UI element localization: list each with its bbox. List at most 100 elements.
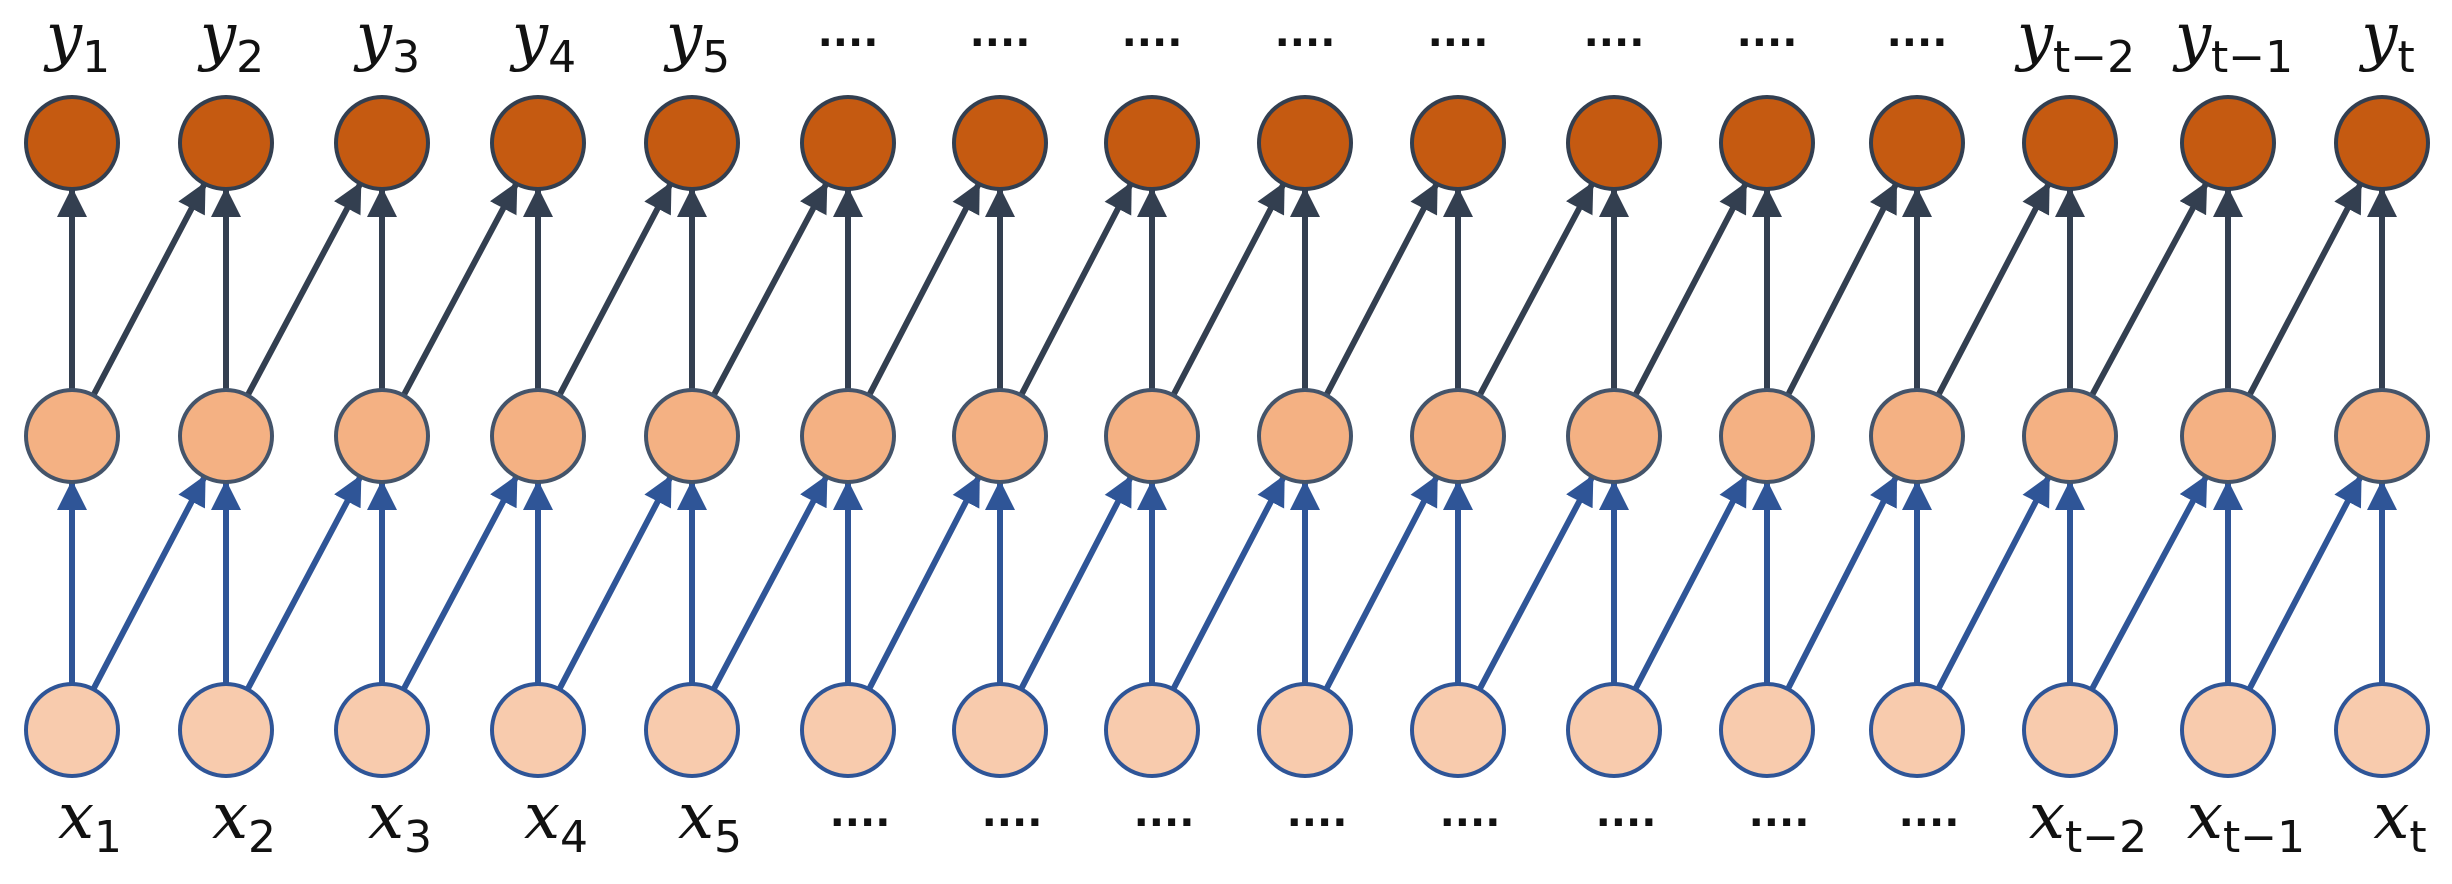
hidden-output-diagonal-arrow bbox=[1934, 182, 2051, 399]
output-node bbox=[1719, 95, 1815, 191]
input-hidden-diagonal-arrow bbox=[1017, 475, 1134, 693]
input-hidden-diagonal-arrow bbox=[1169, 475, 1286, 693]
input-label: x1 bbox=[58, 780, 122, 863]
ellipsis-label: .... bbox=[1275, 10, 1336, 56]
hidden-output-diagonal-arrow bbox=[1784, 182, 1899, 399]
ellipsis-label: .... bbox=[818, 10, 879, 56]
ellipsis-label: .... bbox=[1737, 10, 1798, 56]
input-hidden-diagonal-arrow bbox=[555, 474, 673, 693]
hidden-output-diagonal-arrow bbox=[2088, 181, 2209, 399]
input-node bbox=[2022, 682, 2118, 778]
hidden-output-diagonal-arrow bbox=[400, 181, 519, 399]
hidden-node bbox=[1410, 388, 1506, 484]
input-hidden-diagonal-arrow bbox=[1934, 475, 2051, 693]
output-node bbox=[1257, 95, 1353, 191]
hidden-node bbox=[2334, 388, 2430, 484]
input-hidden-diagonal-arrow bbox=[1784, 475, 1899, 693]
input-hidden-diagonal-arrow bbox=[865, 475, 982, 693]
output-label: y2 bbox=[197, 0, 264, 83]
ellipsis-label: .... bbox=[1134, 790, 1195, 836]
ellipsis-label: .... bbox=[1122, 10, 1183, 56]
ellipsis-label: .... bbox=[830, 790, 891, 836]
output-node bbox=[1410, 95, 1506, 191]
hidden-node bbox=[1104, 388, 1200, 484]
input-hidden-diagonal-arrow bbox=[399, 474, 519, 693]
input-label: x4 bbox=[524, 780, 588, 863]
hidden-output-diagonal-arrow bbox=[555, 181, 673, 399]
input-node bbox=[490, 682, 586, 778]
input-hidden-diagonal-arrow bbox=[89, 474, 207, 693]
input-label: x3 bbox=[368, 780, 432, 863]
output-node bbox=[178, 95, 274, 191]
input-node bbox=[1410, 682, 1506, 778]
hidden-node bbox=[1566, 388, 1662, 484]
ellipsis-label: .... bbox=[982, 790, 1043, 836]
ellipsis-label: .... bbox=[1584, 10, 1645, 56]
hidden-output-diagonal-arrow bbox=[1169, 182, 1286, 399]
output-label: yt bbox=[2358, 0, 2414, 83]
input-node bbox=[1104, 682, 1200, 778]
hidden-node bbox=[24, 388, 120, 484]
output-node bbox=[800, 95, 896, 191]
output-label: y3 bbox=[353, 0, 420, 83]
ellipsis-label: .... bbox=[1596, 790, 1657, 836]
output-label: y4 bbox=[509, 0, 576, 83]
hidden-node bbox=[800, 388, 896, 484]
input-hidden-diagonal-arrow bbox=[2245, 474, 2363, 693]
input-node bbox=[2334, 682, 2430, 778]
hidden-node bbox=[490, 388, 586, 484]
input-node bbox=[1257, 682, 1353, 778]
output-label: yt−1 bbox=[2172, 0, 2293, 83]
hidden-node bbox=[1869, 388, 1965, 484]
output-node bbox=[490, 95, 586, 191]
hidden-output-diagonal-arrow bbox=[1631, 182, 1748, 399]
input-hidden-diagonal-arrow bbox=[1475, 474, 1595, 693]
input-label: xt−1 bbox=[2187, 780, 2305, 863]
hidden-output-diagonal-arrow bbox=[1476, 181, 1595, 399]
hidden-node bbox=[644, 388, 740, 484]
output-node bbox=[334, 95, 430, 191]
output-node bbox=[1566, 95, 1662, 191]
hidden-output-diagonal-arrow bbox=[1017, 182, 1134, 399]
ellipsis-label: .... bbox=[1899, 790, 1960, 836]
output-node bbox=[644, 95, 740, 191]
output-label: y5 bbox=[663, 0, 730, 83]
input-label: xt−2 bbox=[2029, 780, 2147, 863]
output-node bbox=[1104, 95, 1200, 191]
input-hidden-diagonal-arrow bbox=[1322, 475, 1439, 693]
input-hidden-diagonal-arrow bbox=[2088, 474, 2209, 693]
hidden-output-diagonal-arrow bbox=[89, 181, 207, 399]
hidden-output-diagonal-arrow bbox=[2245, 181, 2363, 399]
hidden-output-diagonal-arrow bbox=[1322, 182, 1439, 399]
input-node bbox=[1566, 682, 1662, 778]
hidden-node bbox=[1257, 388, 1353, 484]
hidden-to-output-edges bbox=[57, 181, 2397, 399]
input-node bbox=[1869, 682, 1965, 778]
input-node bbox=[334, 682, 430, 778]
output-node bbox=[2334, 95, 2430, 191]
output-node bbox=[1869, 95, 1965, 191]
hidden-output-diagonal-arrow bbox=[865, 182, 982, 399]
input-node bbox=[2180, 682, 2276, 778]
ellipsis-label: .... bbox=[1887, 10, 1948, 56]
input-label: x2 bbox=[212, 780, 276, 863]
hidden-node bbox=[952, 388, 1048, 484]
hidden-node bbox=[2022, 388, 2118, 484]
input-node bbox=[24, 682, 120, 778]
hidden-node bbox=[2180, 388, 2276, 484]
input-node bbox=[644, 682, 740, 778]
hidden-node bbox=[334, 388, 430, 484]
output-node bbox=[2180, 95, 2276, 191]
ellipsis-label: .... bbox=[1287, 790, 1348, 836]
hidden-output-diagonal-arrow bbox=[244, 181, 363, 399]
ellipsis-label: .... bbox=[970, 10, 1031, 56]
network-nodes bbox=[24, 95, 2430, 778]
hidden-node bbox=[178, 388, 274, 484]
output-label: yt−2 bbox=[2014, 0, 2135, 83]
input-node bbox=[178, 682, 274, 778]
ellipsis-label: .... bbox=[1440, 790, 1501, 836]
input-hidden-diagonal-arrow bbox=[709, 474, 829, 693]
